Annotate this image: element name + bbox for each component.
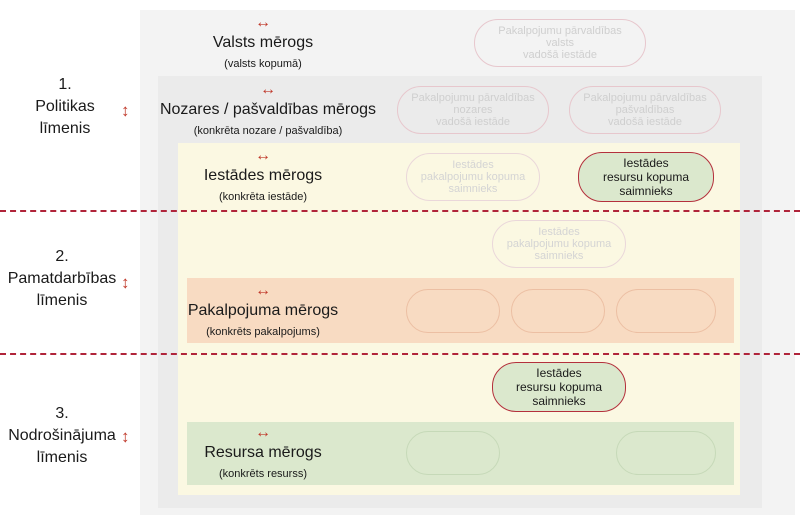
scope-subtitle: (valsts kopumā) [224,58,302,70]
pill-line: resursu kopuma [515,380,603,394]
pill-line: vadošā iestāde [436,116,510,128]
level-name: Politikas [35,98,95,115]
pill-line: saimnieks [532,394,586,408]
institution-resource-owner-pill: Iestādes resursu kopuma saimnieks [578,152,714,202]
level-name: līmenis [36,292,88,309]
pill-line: pakalpojumu kopuma [420,171,526,183]
service-pill-faded [511,289,605,333]
pill-line: vadošā iestāde [523,49,597,61]
level-support: 3. Nodrošinājuma līmenis [4,403,120,469]
service-pill-faded [406,289,500,333]
pill-line: resursu kopuma [602,170,690,184]
scope-subtitle: (konkrēts resurss) [218,468,308,480]
scope-title: Pakalpojuma mērogs [187,302,339,319]
level-number: 3. [55,405,69,422]
level-separator-1 [0,210,800,212]
service-scope-label: ↔ Pakalpojuma mērogs (konkrēts pakalpoju… [183,282,343,340]
institution-service-owner-pill-core: Iestādes pakalpojumu kopuma saimnieks [492,220,626,268]
scope-title: Nozares / pašvaldības mērogs [159,101,377,118]
horizontal-arrow-icon: ↔ [260,81,276,98]
pill-line: vadošā iestāde [608,116,682,128]
level-separator-2 [0,353,800,355]
level-core: 2. Pamatdarbības līmenis [4,246,120,312]
scope-subtitle: (konkrēta nozare / pašvaldība) [193,125,343,137]
pill-line: Iestādes [452,159,494,171]
state-service-lead-pill: Pakalpojumu pārvaldības valsts vadošā ie… [474,19,646,67]
resource-scope-label: ↔ Resursa mērogs (konkrēts resurss) [188,424,338,482]
level-number: 2. [55,248,69,265]
vertical-arrow-icon: ↕ [121,273,130,292]
pill-line: Pakalpojumu pārvaldības [498,25,622,37]
scope-subtitle: (konkrēts pakalpojums) [206,326,320,338]
scope-title: Iestādes mērogs [203,167,323,184]
horizontal-arrow-icon: ↔ [255,282,271,299]
sector-service-lead-pill: Pakalpojumu pārvaldības nozares vadošā i… [397,86,549,134]
pill-line: saimnieks [534,250,584,262]
municipality-service-lead-pill: Pakalpojumu pārvaldības pašvaldības vado… [569,86,721,134]
pill-line: Pakalpojumu pārvaldības [583,92,707,104]
level-name: līmenis [39,120,91,137]
vertical-arrow-icon: ↕ [121,101,130,120]
horizontal-arrow-icon: ↔ [255,424,271,441]
pill-line: pašvaldības [615,104,675,116]
scope-title: Valsts mērogs [212,34,314,51]
pill-line: Pakalpojumu pārvaldības [411,92,535,104]
level-name: līmenis [36,449,88,466]
pill-line: valsts [545,37,575,49]
state-scope-label: ↔ Valsts mērogs (valsts kopumā) [183,14,343,72]
resource-pill-faded [616,431,716,475]
level-name: Pamatdarbības [7,270,117,287]
pill-line: saimnieks [619,184,673,198]
resource-pill-faded [406,431,500,475]
horizontal-arrow-icon: ↔ [255,14,271,31]
horizontal-arrow-icon: ↔ [255,147,271,164]
pill-line: Iestādes [538,226,580,238]
level-name: Nodrošinājuma [8,427,116,444]
vertical-arrow-icon: ↕ [121,427,130,446]
scope-subtitle: (konkrēta iestāde) [218,191,308,203]
institution-scope-label: ↔ Iestādes mērogs (konkrēta iestāde) [188,147,338,205]
pill-line: nozares [453,104,493,116]
institution-resource-owner-pill-support: Iestādes resursu kopuma saimnieks [492,362,626,412]
service-pill-faded [616,289,716,333]
pill-line: Iestādes [536,366,582,380]
scope-title: Resursa mērogs [204,444,322,461]
level-politics: 1. Politikas līmenis [20,74,110,140]
level-number: 1. [58,76,72,93]
pill-line: Iestādes [623,156,669,170]
pill-line: pakalpojumu kopuma [506,238,612,250]
institution-service-owner-pill: Iestādes pakalpojumu kopuma saimnieks [406,153,540,201]
pill-line: saimnieks [448,183,498,195]
sector-scope-label: ↔ Nozares / pašvaldības mērogs (konkrēta… [158,81,378,139]
